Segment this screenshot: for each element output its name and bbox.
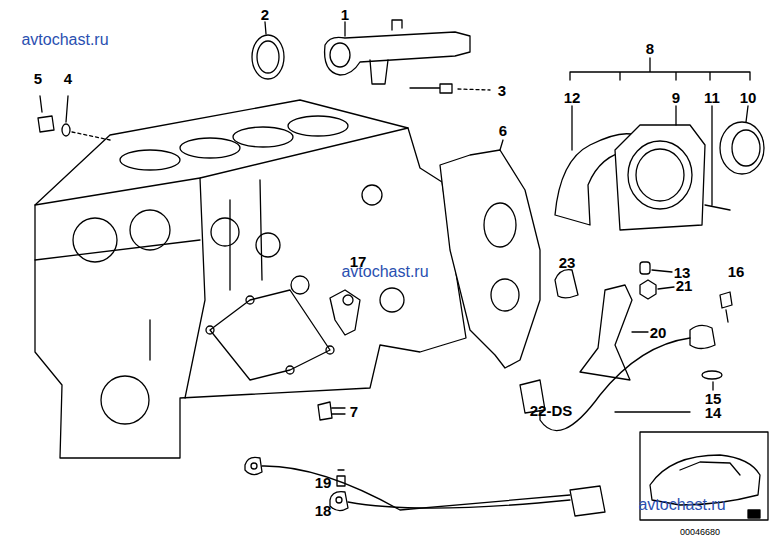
callout-number: 5: [34, 71, 42, 86]
callout-number: 15: [705, 391, 722, 406]
callout-number: 3: [498, 83, 506, 98]
callout-number: 14: [705, 405, 722, 420]
callout-number: 8: [646, 41, 654, 56]
callout-number: 16: [728, 264, 745, 279]
callout-number: 7: [350, 404, 358, 419]
callout-number: 21: [676, 278, 693, 293]
watermark: avtochast.ru: [341, 264, 428, 280]
callout-number: 22-DS: [530, 403, 573, 418]
callout-number: 20: [650, 325, 667, 340]
callout-number: 6: [499, 123, 507, 138]
callout-number: 12: [564, 90, 581, 105]
callout-number: 10: [740, 90, 757, 105]
callout-number: 1: [341, 7, 349, 22]
callout-number: 23: [559, 255, 576, 270]
watermark: avtochast.ru: [638, 497, 725, 513]
callout-number: 18: [315, 503, 332, 518]
callout-number: 9: [672, 90, 680, 105]
callout-number: 11: [704, 90, 720, 105]
callout-number: 19: [315, 475, 332, 490]
watermark: avtochast.ru: [21, 32, 108, 48]
callout-number: 2: [261, 7, 269, 22]
drawing-number: 00046680: [680, 528, 720, 537]
callout-number: 4: [64, 71, 72, 86]
